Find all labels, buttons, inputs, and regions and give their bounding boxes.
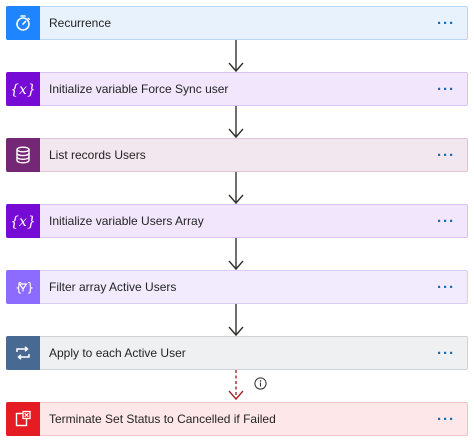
step-init-users-array[interactable]: {x} Initialize variable Users Array ··· [6,204,468,238]
more-options-icon[interactable]: ··· [437,80,455,98]
step-label: Recurrence [49,16,112,30]
connector-arrow [226,106,246,140]
step-list-records[interactable]: List records Users ··· [6,138,468,172]
svg-text:{: { [15,281,23,295]
loop-icon [6,336,40,370]
step-apply-to-each[interactable]: Apply to each Active User ··· [6,336,468,370]
connector-arrow [226,172,246,206]
step-label: Filter array Active Users [49,280,177,294]
step-label: Initialize variable Users Array [49,214,204,228]
connector-arrow [226,304,246,338]
run-after-connector-arrow [226,370,246,402]
step-recurrence[interactable]: Recurrence ··· [6,6,468,40]
step-terminate[interactable]: Terminate Set Status to Cancelled if Fai… [6,402,468,436]
variable-icon: {x} [6,204,40,238]
svg-text:}: } [27,281,35,295]
connector-arrow [226,40,246,74]
step-label: Apply to each Active User [49,346,186,360]
step-label: Terminate Set Status to Cancelled if Fai… [49,412,276,426]
step-init-force-sync[interactable]: {x} Initialize variable Force Sync user … [6,72,468,106]
more-options-icon[interactable]: ··· [437,278,455,296]
info-icon[interactable] [254,377,267,390]
more-options-icon[interactable]: ··· [437,14,455,32]
svg-text:{x}: {x} [12,214,34,230]
connector-arrow [226,238,246,272]
more-options-icon[interactable]: ··· [437,410,455,428]
more-options-icon[interactable]: ··· [437,212,455,230]
more-options-icon[interactable]: ··· [437,146,455,164]
terminate-icon [6,402,40,436]
step-filter-array[interactable]: { } Filter array Active Users ··· [6,270,468,304]
timer-icon [6,6,40,40]
database-icon [6,138,40,172]
step-label: Initialize variable Force Sync user [49,82,229,96]
filter-icon: { } [6,270,40,304]
step-label: List records Users [49,148,146,162]
variable-icon: {x} [6,72,40,106]
svg-text:{x}: {x} [12,82,34,98]
more-options-icon[interactable]: ··· [437,344,455,362]
